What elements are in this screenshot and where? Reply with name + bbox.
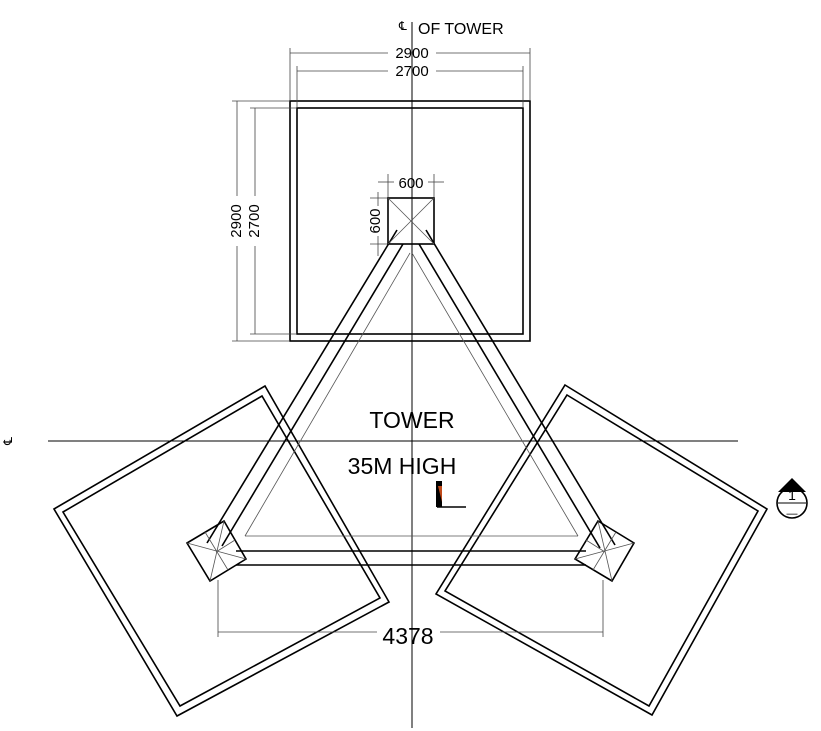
tower-height-label: 35M HIGH <box>348 453 457 479</box>
outer-height-label: 2900 <box>228 204 245 237</box>
section-sheet-label: — <box>787 508 798 520</box>
pier-width-label: 600 <box>398 175 423 192</box>
pier-height-label: 600 <box>367 208 384 233</box>
base-span-dimension: 4378 <box>217 580 604 649</box>
right-footing-inner <box>443 393 760 708</box>
left-footing-outer <box>52 384 391 718</box>
left-footing-inner <box>61 394 382 708</box>
inner-height-label: 2700 <box>246 204 263 237</box>
outer-width-label: 2900 <box>395 45 428 62</box>
base-span-label: 4378 <box>382 623 433 649</box>
pier-dimensions: 600 600 <box>367 174 444 256</box>
tower-name-label: TOWER <box>369 407 454 433</box>
right-pier <box>573 519 636 583</box>
centerline-label-text: OF TOWER <box>418 21 504 38</box>
top-footing-outer <box>289 100 531 342</box>
right-footing <box>434 383 769 717</box>
section-number-label: 1 <box>788 487 796 503</box>
top-footing-inner <box>296 107 524 335</box>
section-marker: 1 — <box>776 478 808 520</box>
top-centerline-label: ℄ OF TOWER <box>398 19 504 38</box>
centerline-symbol-icon: ℄ <box>398 19 407 33</box>
top-height-dimensions: 2900 2700 <box>228 100 297 342</box>
left-footing <box>52 384 391 718</box>
top-footing <box>289 100 531 342</box>
tie-beams <box>206 229 616 566</box>
left-pier <box>185 519 248 583</box>
right-footing-outer <box>434 383 769 717</box>
top-pier <box>387 197 435 245</box>
section-arrow-icon <box>778 478 806 492</box>
top-width-dimensions: 2900 2700 <box>289 45 531 108</box>
inner-width-label: 2700 <box>395 63 428 80</box>
left-centerline-symbol-icon: ℄ <box>1 437 15 446</box>
angle-marker-icon <box>436 481 466 508</box>
